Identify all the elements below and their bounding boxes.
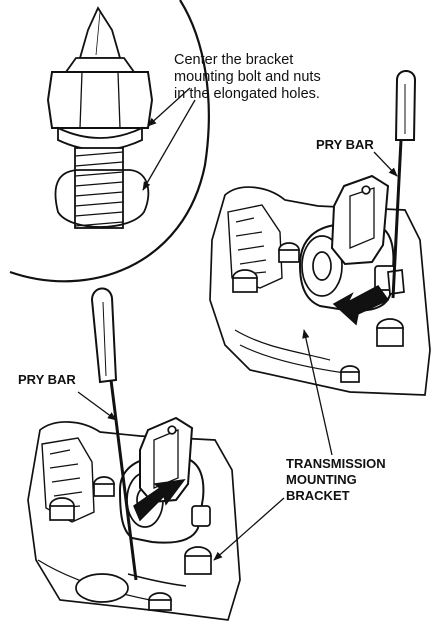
pry-bar-label-top: PRY BAR [316, 137, 374, 152]
upper-assembly [209, 70, 431, 396]
leader-lines [77, 151, 398, 561]
detail-inset [9, 0, 210, 283]
pry-bar-label-bottom: PRY BAR [18, 372, 76, 387]
lower-assembly [27, 287, 241, 621]
detail-note: Center the bracket mounting bolt and nut… [174, 52, 321, 102]
transmission-mounting-bracket-label: TRANSMISSION MOUNTING BRACKET [286, 456, 386, 503]
